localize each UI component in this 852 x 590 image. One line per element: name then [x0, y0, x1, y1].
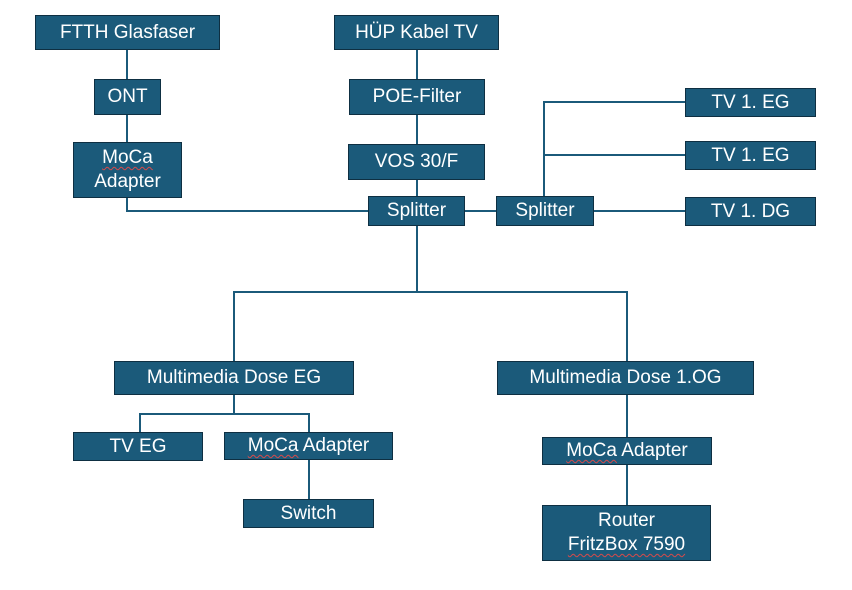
node-switch: Switch — [243, 499, 374, 528]
node-ftth-glasfaser: FTTH Glasfaser — [35, 15, 220, 50]
node-moca-eg-word: MoCa — [247, 435, 299, 456]
node-splitter-main: Splitter — [368, 196, 465, 226]
node-splitter-right-label: Splitter — [515, 200, 575, 221]
node-tv-1-eg-a: TV 1. EG — [685, 88, 816, 117]
node-router-line2: FritzBox 7590 — [567, 534, 686, 555]
node-dose-eg-label: Multimedia Dose EG — [146, 367, 322, 388]
node-moca-top-line2: Adapter — [94, 171, 161, 192]
line-branch-eg — [139, 413, 310, 432]
node-tv-1-dg: TV 1. DG — [685, 197, 816, 226]
node-dose-og-label: Multimedia Dose 1.OG — [529, 367, 722, 388]
node-huep-kabel-tv: HÜP Kabel TV — [334, 15, 499, 50]
node-splitter-right: Splitter — [496, 196, 594, 226]
node-tv-eg: TV EG — [73, 432, 203, 461]
node-router-line1: Router — [597, 510, 656, 531]
node-poe-filter: POE-Filter — [349, 79, 485, 115]
node-tv-1-eg-b-label: TV 1. EG — [711, 144, 790, 166]
node-huep-label: HÜP Kabel TV — [355, 21, 478, 43]
node-multimedia-dose-1og: Multimedia Dose 1.OG — [497, 361, 754, 395]
node-tv-1-dg-label: TV 1. DG — [710, 200, 791, 222]
node-tv-1-eg-a-label: TV 1. EG — [711, 91, 790, 113]
node-ont-label: ONT — [107, 86, 148, 107]
node-moca-og-word: MoCa — [566, 440, 617, 461]
node-moca-adapter-top: MoCa Adapter — [73, 142, 182, 198]
node-moca-eg-rest: Adapter — [302, 435, 370, 456]
line-splitter-tv-eg-a — [543, 101, 685, 196]
node-moca-og-rest: Adapter — [621, 440, 688, 461]
line-branch-doses — [233, 291, 628, 361]
line-moca-splitter — [126, 198, 368, 212]
node-switch-label: Switch — [280, 502, 337, 524]
node-splitter-main-label: Splitter — [386, 200, 447, 221]
node-tv-1-eg-b: TV 1. EG — [685, 141, 816, 170]
node-vos-30f: VOS 30/F — [348, 144, 485, 180]
node-moca-og-label: MoCa Adapter — [566, 439, 687, 463]
node-moca-adapter-og: MoCa Adapter — [542, 437, 712, 465]
node-router-fritzbox: Router FritzBox 7590 — [542, 505, 711, 561]
node-moca-eg-label: MoCa Adapter — [248, 434, 369, 458]
node-moca-top-line1: MoCa — [102, 147, 153, 168]
node-multimedia-dose-eg: Multimedia Dose EG — [114, 361, 354, 395]
node-tv-eg-label: TV EG — [109, 435, 167, 457]
node-ftth-label: FTTH Glasfaser — [59, 21, 196, 43]
node-ont: ONT — [94, 79, 161, 115]
node-moca-adapter-eg: MoCa Adapter — [224, 432, 393, 460]
node-poe-label: POE-Filter — [372, 86, 462, 107]
node-vos-label: VOS 30/F — [374, 151, 459, 172]
